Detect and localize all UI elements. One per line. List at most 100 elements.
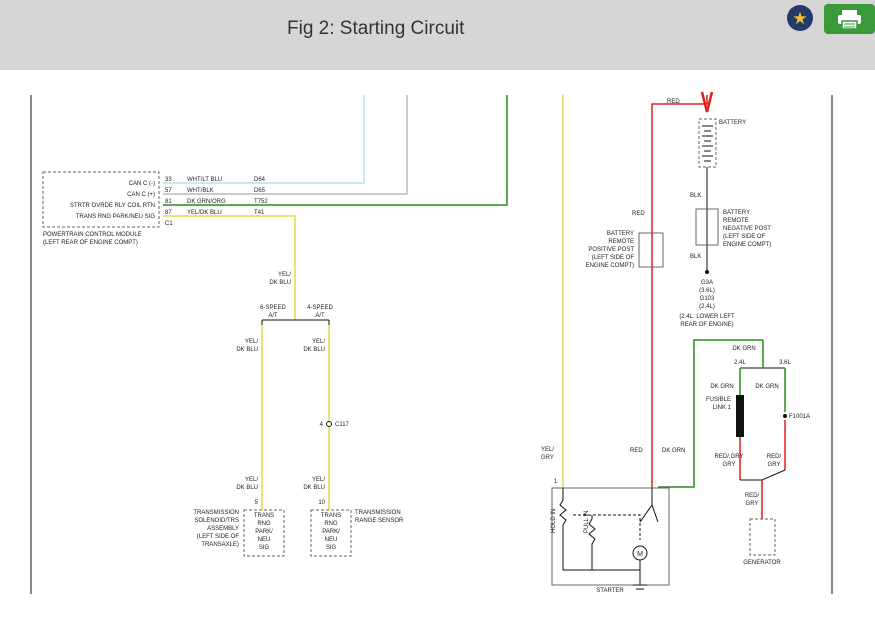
svg-text:(2.4L): (2.4L) <box>699 304 715 310</box>
favorite-button[interactable]: ★ <box>787 5 813 31</box>
speed4-label: 4-SPEED <box>307 305 333 311</box>
svg-text:STARTER: STARTER <box>596 588 624 594</box>
svg-text:BATTERY: BATTERY <box>723 210 750 216</box>
wire-color-label: YEL/ <box>278 272 291 278</box>
svg-text:RANGE SENSOR: RANGE SENSOR <box>355 518 404 524</box>
svg-text:REMOTE: REMOTE <box>608 239 634 245</box>
svg-text:NEU: NEU <box>325 537 338 543</box>
printer-icon <box>838 10 861 30</box>
svg-text:DK BLU: DK BLU <box>236 485 258 491</box>
svg-text:PARK/: PARK/ <box>255 529 273 535</box>
svg-text:(LEFT SIDE OF: (LEFT SIDE OF <box>723 234 766 240</box>
svg-text:GRY: GRY <box>541 455 554 461</box>
wire-dk-grn <box>658 339 763 488</box>
wire-color-label: WHT/BLK <box>187 188 214 194</box>
svg-text:RNG: RNG <box>257 521 271 527</box>
can-wires <box>163 95 508 320</box>
svg-text:SIG: SIG <box>259 545 270 551</box>
wire-color-label: DK BLU <box>269 280 291 286</box>
pcm-pin-number: 33 <box>165 177 172 183</box>
svg-text:GRY: GRY <box>746 501 759 507</box>
svg-text:FUSIBLE: FUSIBLE <box>706 397 731 403</box>
wire-can-c-minus <box>163 95 365 184</box>
svg-text:DK BLU: DK BLU <box>236 347 258 353</box>
generator-branch: DK GRN 2.4L 3.6L DK GRN DK GRN FUSIBLE L… <box>658 339 810 566</box>
neg-post-box <box>695 208 719 246</box>
svg-text:M: M <box>637 551 643 558</box>
svg-text:1: 1 <box>554 479 558 485</box>
svg-text:GRY: GRY <box>768 462 781 468</box>
svg-text:REMOTE: REMOTE <box>723 218 749 224</box>
wire-trans-rng <box>163 215 296 320</box>
pos-post-box <box>638 232 664 268</box>
pcm-pin-label: CAN C (+) <box>127 192 155 198</box>
svg-text:RED/: RED/ <box>745 493 760 499</box>
circuit-label: D65 <box>254 188 266 194</box>
pcm-pin-number: C1 <box>165 221 173 227</box>
pcm-name: POWERTRAIN CONTROL MODULE <box>43 232 142 238</box>
battery-box <box>698 118 717 168</box>
svg-text:BATTERY: BATTERY <box>719 120 746 126</box>
svg-text:PULL IN: PULL IN <box>584 511 590 533</box>
svg-text:YEL/: YEL/ <box>312 477 325 483</box>
svg-text:DK GRN: DK GRN <box>662 448 685 454</box>
trans-range-label: TRANSMISSION <box>355 510 401 516</box>
header-bar: Fig 2: Starting Circuit ★ <box>0 0 875 70</box>
trans-range-box <box>310 509 352 557</box>
star-icon: ★ <box>792 8 808 28</box>
page-title: Fig 2: Starting Circuit <box>287 18 465 39</box>
wire-can-c-plus <box>163 95 408 195</box>
svg-text:RED: RED <box>632 211 645 217</box>
battery-section: RED BATTERY BLK BATTERY REMOTE NEGATIVE … <box>586 91 771 488</box>
pcm-pin-label: STRTR OVRDE RLY COIL RTN <box>70 203 155 209</box>
trans-solenoid-label: TRANSMISSION <box>193 510 239 516</box>
starter-box <box>551 487 670 586</box>
wire-color-label: DK GRN/ORG <box>187 199 226 205</box>
trans-solenoid-box <box>243 509 285 557</box>
wire-color-label: YEL/DK BLU <box>187 210 222 216</box>
svg-text:G3A: G3A <box>701 280 713 286</box>
svg-text:BATTERY: BATTERY <box>607 231 634 237</box>
svg-text:HOLD IN: HOLD IN <box>551 509 557 533</box>
svg-text:DK GRN: DK GRN <box>755 384 778 390</box>
svg-text:TRANS: TRANS <box>321 513 341 519</box>
svg-text:DK BLU: DK BLU <box>303 485 325 491</box>
svg-text:REAR OF ENGINE): REAR OF ENGINE) <box>680 322 733 328</box>
svg-text:ENGINE COMPT): ENGINE COMPT) <box>586 263 634 269</box>
svg-text:10: 10 <box>318 500 325 506</box>
svg-text:YEL/: YEL/ <box>312 339 325 345</box>
pcm-pin-label: CAN C (-) <box>129 181 155 187</box>
svg-text:RED/: RED/ <box>767 454 782 460</box>
svg-text:RED: RED <box>630 448 643 454</box>
svg-text:TRANSAXLE): TRANSAXLE) <box>201 542 239 548</box>
svg-text:YEL/: YEL/ <box>245 339 258 345</box>
circuit-label: T752 <box>254 199 268 205</box>
svg-text:YEL/: YEL/ <box>541 447 554 453</box>
pcm-location: (LEFT REAR OF ENGINE COMPT) <box>43 240 138 246</box>
svg-text:RED: RED <box>667 99 680 105</box>
svg-text:F1001A: F1001A <box>789 414 810 420</box>
svg-text:(3.6L): (3.6L) <box>699 288 715 294</box>
speed6-label: 6-SPEED <box>260 305 286 311</box>
svg-text:GENERATOR: GENERATOR <box>743 560 781 566</box>
wire-color-label: WHT/LT BLU <box>187 177 222 183</box>
trans-branch: YEL/ DK BLU 6-SPEED A/T 4-SPEED A/T YEL/… <box>193 272 404 557</box>
svg-text:SOLENOID/TRS: SOLENOID/TRS <box>194 518 239 524</box>
c117-connector <box>326 421 332 427</box>
starter-section: RED DK GRN STARTER HOLD IN PULL IN M <box>551 448 685 594</box>
svg-text:C117: C117 <box>335 422 350 428</box>
pcm-pin-number: 81 <box>165 199 172 205</box>
svg-text:3.6L: 3.6L <box>779 360 791 366</box>
pcm-pin-label: TRANS RNG PARK/NEU SIG <box>76 214 156 220</box>
circuit-label: D64 <box>254 177 266 183</box>
svg-text:BLK: BLK <box>690 254 701 260</box>
circuit-label: T41 <box>254 210 265 216</box>
svg-text:ASSEMBLY: ASSEMBLY <box>207 526 239 532</box>
print-button[interactable] <box>824 4 875 34</box>
svg-text:DK GRN: DK GRN <box>732 346 755 352</box>
generator-box <box>749 518 776 556</box>
svg-text:5: 5 <box>255 500 259 506</box>
speed6-label: A/T <box>268 313 278 319</box>
svg-text:YEL/: YEL/ <box>245 477 258 483</box>
